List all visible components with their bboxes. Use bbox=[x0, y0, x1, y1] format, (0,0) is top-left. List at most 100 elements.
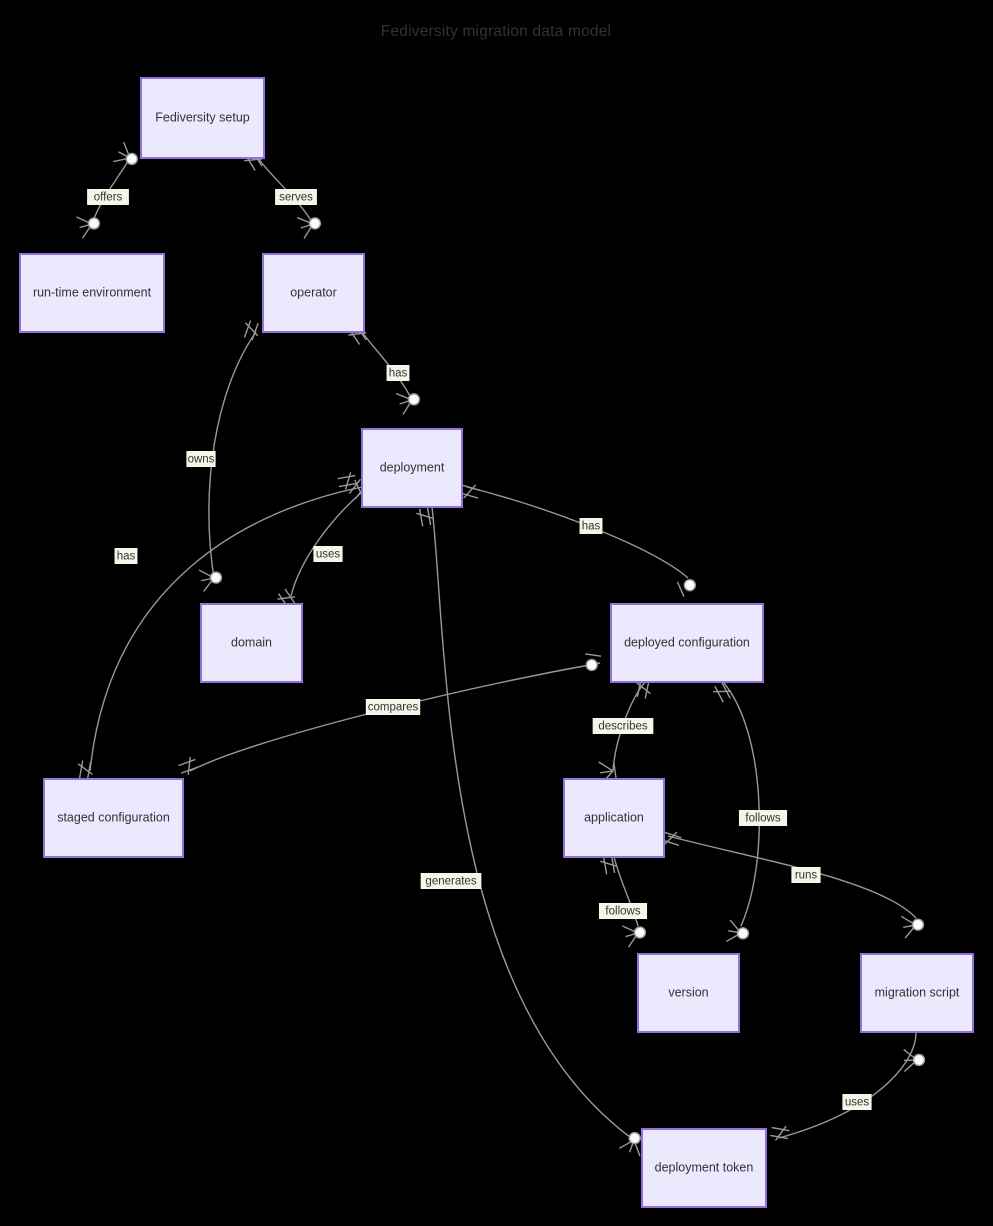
relationship-label-owns: owns bbox=[186, 451, 216, 467]
relationship-edge-uses bbox=[290, 491, 363, 597]
entity-label-deployment: deployment bbox=[380, 460, 445, 474]
relationship-label-bg bbox=[186, 451, 216, 467]
relationship-label-has-op-dep: has bbox=[386, 365, 410, 381]
relationship-edge-compares bbox=[189, 662, 601, 772]
relationship-label-text: serves bbox=[279, 192, 313, 204]
cardinality-marker-exactly-one bbox=[243, 320, 259, 341]
relationship-label-generates: generates bbox=[420, 873, 482, 889]
cardinality-marker-exactly-one bbox=[178, 756, 199, 775]
relationship-label-describes: describes bbox=[592, 718, 654, 734]
relationship-label-text: offers bbox=[94, 192, 123, 204]
entities-layer: Fediversity setup run-time environment ope… bbox=[19, 77, 974, 1208]
entity-domain[interactable]: domain bbox=[200, 603, 303, 683]
entity-box-fediversity-setup[interactable] bbox=[140, 77, 265, 159]
entity-operator[interactable]: operator bbox=[262, 253, 365, 333]
entity-box-deployed-configuration[interactable] bbox=[610, 603, 764, 683]
relationship-labels-layer: offers serves has owns uses has has generates co… bbox=[87, 189, 872, 1110]
relationship-label-bg bbox=[386, 365, 410, 381]
relationship-edge-generates bbox=[431, 506, 635, 1141]
entity-label-application: application bbox=[584, 810, 644, 824]
entity-label-domain: domain bbox=[231, 635, 272, 649]
relationship-label-bg bbox=[313, 546, 343, 562]
relationship-label-has-dep-dc: has bbox=[579, 518, 603, 534]
entity-box-application[interactable] bbox=[563, 778, 665, 858]
relationship-label-text: runs bbox=[795, 870, 818, 882]
cardinality-markers-layer bbox=[76, 141, 926, 1157]
entity-run-time-environment[interactable]: run-time environment bbox=[19, 253, 165, 333]
cardinality-marker-exactly-one bbox=[600, 855, 618, 875]
entity-box-staged-configuration[interactable] bbox=[43, 778, 184, 858]
entity-label-run-time-environment: run-time environment bbox=[33, 285, 152, 299]
entity-label-staged-configuration: staged configuration bbox=[57, 810, 170, 824]
relationship-label-uses: uses bbox=[313, 546, 343, 562]
relationship-label-offers: offers bbox=[87, 189, 129, 205]
cardinality-marker-zero-or-many bbox=[76, 216, 101, 239]
entity-migration-script[interactable]: migration script bbox=[860, 953, 974, 1033]
cardinality-marker-zero-or-many bbox=[903, 1048, 926, 1072]
entity-label-version: version bbox=[668, 985, 708, 999]
entity-label-deployed-configuration: deployed configuration bbox=[624, 635, 750, 649]
entity-application[interactable]: application bbox=[563, 778, 665, 858]
relationship-label-bg bbox=[738, 810, 788, 826]
relationship-label-text: uses bbox=[316, 549, 341, 561]
relationship-label-text: uses bbox=[845, 1097, 870, 1109]
entity-fediversity-setup[interactable]: Fediversity setup bbox=[140, 77, 265, 159]
cardinality-marker-zero-or-many bbox=[725, 919, 750, 943]
relationship-label-bg bbox=[592, 718, 654, 734]
entity-box-migration-script[interactable] bbox=[860, 953, 974, 1033]
entity-label-fediversity-setup: Fediversity setup bbox=[155, 110, 250, 124]
relationship-label-text: follows bbox=[605, 906, 640, 918]
entity-box-run-time-environment[interactable] bbox=[19, 253, 165, 333]
page-title: Fediversity migration data model bbox=[381, 23, 611, 40]
relationship-label-bg bbox=[114, 548, 138, 564]
entity-box-domain[interactable] bbox=[200, 603, 303, 683]
relationship-edge-has-dep-stg bbox=[89, 486, 363, 772]
cardinality-marker-exactly-one bbox=[713, 682, 732, 703]
cardinality-marker-exactly-one bbox=[337, 472, 357, 490]
relationship-label-follows-app: follows bbox=[598, 903, 648, 919]
relationship-label-text: has bbox=[389, 368, 408, 380]
relationship-label-bg bbox=[365, 699, 421, 715]
cardinality-marker-one-or-many bbox=[598, 761, 617, 785]
cardinality-marker-zero-or-many bbox=[618, 1131, 641, 1157]
cardinality-marker-zero-or-many bbox=[296, 216, 322, 239]
relationship-label-serves: serves bbox=[275, 189, 317, 205]
relationship-edge-has-op-dep bbox=[361, 331, 413, 401]
relationship-label-runs: runs bbox=[791, 867, 821, 883]
relationship-edge-follows-app bbox=[613, 856, 639, 927]
relationship-label-has-dep-stg: has bbox=[114, 548, 138, 564]
cardinality-marker-exactly-one bbox=[77, 760, 93, 780]
relationship-edge-owns bbox=[208, 331, 257, 579]
relationship-label-follows-dc: follows bbox=[738, 810, 788, 826]
entity-box-deployment[interactable] bbox=[361, 428, 463, 508]
entity-deployment[interactable]: deployment bbox=[361, 428, 463, 508]
cardinality-marker-zero-or-many bbox=[198, 569, 223, 592]
entity-box-deployment-token[interactable] bbox=[641, 1128, 767, 1208]
relationship-label-bg bbox=[87, 189, 129, 205]
entity-label-migration-script: migration script bbox=[875, 985, 960, 999]
entity-version[interactable]: version bbox=[637, 953, 740, 1033]
relationship-label-bg bbox=[420, 873, 482, 889]
relationship-label-text: generates bbox=[425, 876, 476, 888]
relationship-label-bg bbox=[598, 903, 648, 919]
entity-staged-configuration[interactable]: staged configuration bbox=[43, 778, 184, 858]
entity-label-deployment-token: deployment token bbox=[655, 1160, 754, 1174]
relationship-edge-has-dep-dc bbox=[466, 486, 689, 579]
entity-box-operator[interactable] bbox=[262, 253, 365, 333]
entity-box-version[interactable] bbox=[637, 953, 740, 1033]
relationship-label-bg bbox=[791, 867, 821, 883]
cardinality-marker-exactly-one bbox=[416, 507, 434, 527]
relationship-label-text: compares bbox=[368, 702, 419, 714]
relationship-label-compares: compares bbox=[365, 699, 421, 715]
cardinality-marker-zero-or-one bbox=[676, 578, 697, 597]
cardinality-marker-exactly-one bbox=[460, 484, 481, 499]
entity-deployment-token[interactable]: deployment token bbox=[641, 1128, 767, 1208]
cardinality-marker-zero-or-many bbox=[900, 915, 925, 939]
entity-deployed-configuration[interactable]: deployed configuration bbox=[610, 603, 764, 683]
cardinality-marker-zero-or-many bbox=[395, 392, 421, 415]
relationship-label-bg bbox=[579, 518, 603, 534]
cardinality-marker-exactly-one bbox=[770, 1125, 790, 1141]
relationship-label-text: has bbox=[582, 521, 601, 533]
